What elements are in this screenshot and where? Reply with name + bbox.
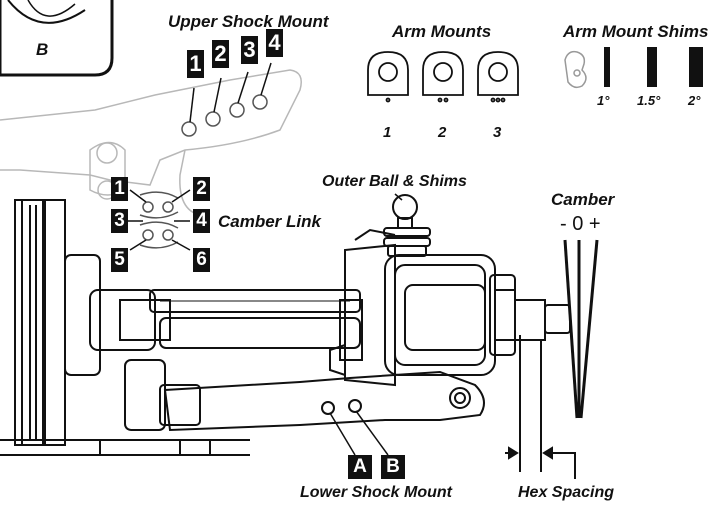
outer-ball: [383, 194, 431, 257]
lower-arm: [159, 370, 485, 432]
arm-mount-icons: [367, 51, 519, 103]
camber-link-position-3: 3: [111, 209, 128, 233]
arm-mount-shim-icons: [564, 47, 703, 89]
lower-shock-position-a: A: [348, 455, 372, 479]
hex-spacing-label: Hex Spacing: [518, 484, 615, 501]
outer-ball-shims-label: Outer Ball & Shims: [322, 173, 467, 190]
camber-scale: - 0 +: [560, 213, 601, 235]
camber-link-position-6: 6: [193, 248, 210, 272]
wheel-assembly: [0, 199, 250, 456]
camber-label: Camber: [551, 190, 615, 209]
camber-link-position-2: 2: [193, 177, 210, 201]
upper-shock-mount-label: Upper Shock Mount: [168, 12, 329, 31]
arm-mount-1-label: 1: [383, 124, 392, 141]
hex-spacing-markers: [505, 335, 576, 479]
lower-shock-mount-label: Lower Shock Mount: [300, 484, 452, 501]
camber-link-holes: [139, 191, 179, 249]
camber-link-position-1: 1: [111, 177, 128, 201]
camber-lines: [563, 239, 599, 419]
upper-shock-holes: [181, 94, 268, 137]
camber-link-position-5: 5: [111, 248, 128, 272]
corner-badge-frame: [0, 0, 114, 77]
camber-link-position-4: 4: [193, 209, 210, 233]
upper-shock-position-3: 3: [241, 36, 258, 64]
drive-shaft: [149, 289, 363, 361]
upper-shock-position-2: 2: [212, 40, 229, 68]
shim-2-label: 2°: [688, 93, 701, 108]
lower-shock-position-b: B: [381, 455, 405, 479]
corner-badge-label: B: [36, 40, 49, 59]
shim-1-5-label: 1.5°: [637, 93, 661, 108]
shim-1-label: 1°: [597, 93, 610, 108]
arm-mount-shims-label: Arm Mount Shims: [563, 22, 709, 41]
arm-mounts-label: Arm Mounts: [392, 22, 492, 41]
arm-mount-3-label: 3: [493, 124, 502, 141]
camber-link-label: Camber Link: [218, 212, 321, 231]
hub-carrier: [329, 228, 571, 387]
upper-shock-position-1: 1: [187, 50, 204, 78]
upper-shock-position-4: 4: [266, 29, 283, 57]
chassis-plate: [0, 69, 302, 216]
arm-mount-2-label: 2: [438, 124, 447, 141]
